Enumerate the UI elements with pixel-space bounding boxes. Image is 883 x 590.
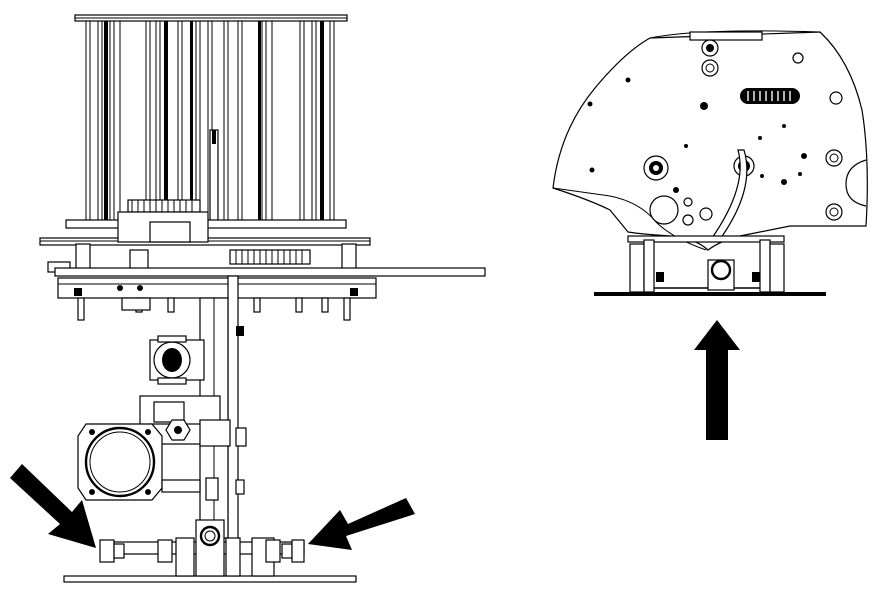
front-view	[10, 14, 486, 583]
motor-pulley	[149, 335, 205, 385]
junction-box	[77, 423, 219, 501]
side-mount-foot	[594, 235, 826, 296]
gear-assembly	[39, 199, 371, 275]
base-rail	[63, 519, 357, 583]
vent-slot	[740, 88, 800, 104]
arrow-right-foot	[308, 498, 415, 550]
main-plate	[54, 267, 486, 321]
side-body-outline	[552, 31, 868, 251]
arrow-side-foot	[694, 320, 740, 440]
left-mount-foot	[99, 539, 173, 563]
side-view	[552, 30, 868, 440]
valve-block	[139, 395, 231, 447]
right-mount-foot	[265, 539, 305, 563]
arrow-left-foot	[10, 464, 96, 548]
cartridge-cage	[74, 14, 348, 226]
